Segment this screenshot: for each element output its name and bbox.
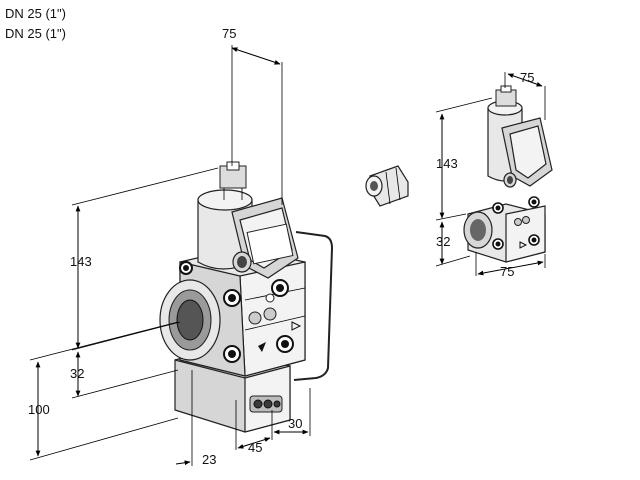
dim-main-mid-height: 32 (70, 366, 84, 381)
dim-main-depth-bottom: 30 (288, 416, 302, 431)
cable-wire (293, 231, 334, 381)
test-point-icons (248, 293, 302, 352)
main-dimension-lines (29, 45, 311, 466)
inlet-port (159, 279, 221, 361)
dim-small-height: 143 (436, 156, 458, 171)
main-valve-drawing (159, 161, 334, 433)
screw-icons (179, 261, 294, 363)
dim-small-bottom-width: 75 (500, 264, 514, 279)
dim-main-height: 143 (70, 254, 92, 269)
cable-gland-icon (365, 165, 409, 207)
small-valve-drawing (463, 85, 553, 263)
coil-connector-icon (219, 161, 247, 200)
header-size-line-2: DN 25 (1") (5, 26, 66, 41)
dim-main-bottom-height: 100 (28, 402, 50, 417)
dim-small-top-width: 75 (520, 70, 534, 85)
dim-main-offset-bottom: 23 (202, 452, 216, 467)
base-connector-icon (249, 395, 283, 413)
small-dimension-lines (435, 72, 546, 276)
header-size-line-1: DN 25 (1") (5, 6, 66, 21)
solenoid-coil (197, 189, 299, 279)
dim-small-mid-height: 32 (436, 234, 450, 249)
dim-main-width-bottom: 45 (248, 440, 262, 455)
dim-main-top-width: 75 (222, 26, 236, 41)
